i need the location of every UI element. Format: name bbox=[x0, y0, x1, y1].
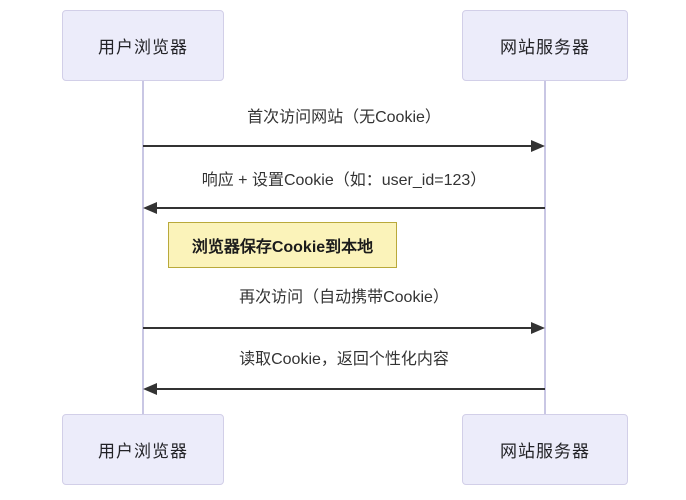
message-4-arrowhead-icon bbox=[143, 383, 157, 395]
message-4-line bbox=[156, 388, 545, 390]
message-1-label: 首次访问网站（无Cookie） bbox=[247, 109, 441, 126]
actor-server-bottom-label: 网站服务器 bbox=[500, 442, 590, 461]
actor-server-bottom: 网站服务器 bbox=[462, 414, 628, 485]
note-box: 浏览器保存Cookie到本地 bbox=[168, 222, 397, 268]
actor-browser-top-label: 用户浏览器 bbox=[98, 38, 188, 57]
lifeline-browser bbox=[142, 81, 144, 414]
message-2-arrowhead-icon bbox=[143, 202, 157, 214]
actor-server-top-label: 网站服务器 bbox=[500, 38, 590, 57]
message-4-label: 读取Cookie，返回个性化内容 bbox=[239, 351, 449, 368]
message-2-line bbox=[156, 207, 545, 209]
message-1-line bbox=[143, 145, 532, 147]
message-3-label: 再次访问（自动携带Cookie） bbox=[239, 289, 449, 306]
actor-browser-bottom-label: 用户浏览器 bbox=[98, 442, 188, 461]
lifeline-server bbox=[544, 81, 546, 414]
actor-server-top: 网站服务器 bbox=[462, 10, 628, 81]
actor-browser-bottom: 用户浏览器 bbox=[62, 414, 224, 485]
note-label: 浏览器保存Cookie到本地 bbox=[191, 239, 374, 256]
message-3-line bbox=[143, 327, 532, 329]
message-1-arrowhead-icon bbox=[531, 140, 545, 152]
actor-browser-top: 用户浏览器 bbox=[62, 10, 224, 81]
message-3-arrowhead-icon bbox=[531, 322, 545, 334]
message-2-label: 响应 + 设置Cookie（如：user_id=123） bbox=[201, 172, 487, 189]
